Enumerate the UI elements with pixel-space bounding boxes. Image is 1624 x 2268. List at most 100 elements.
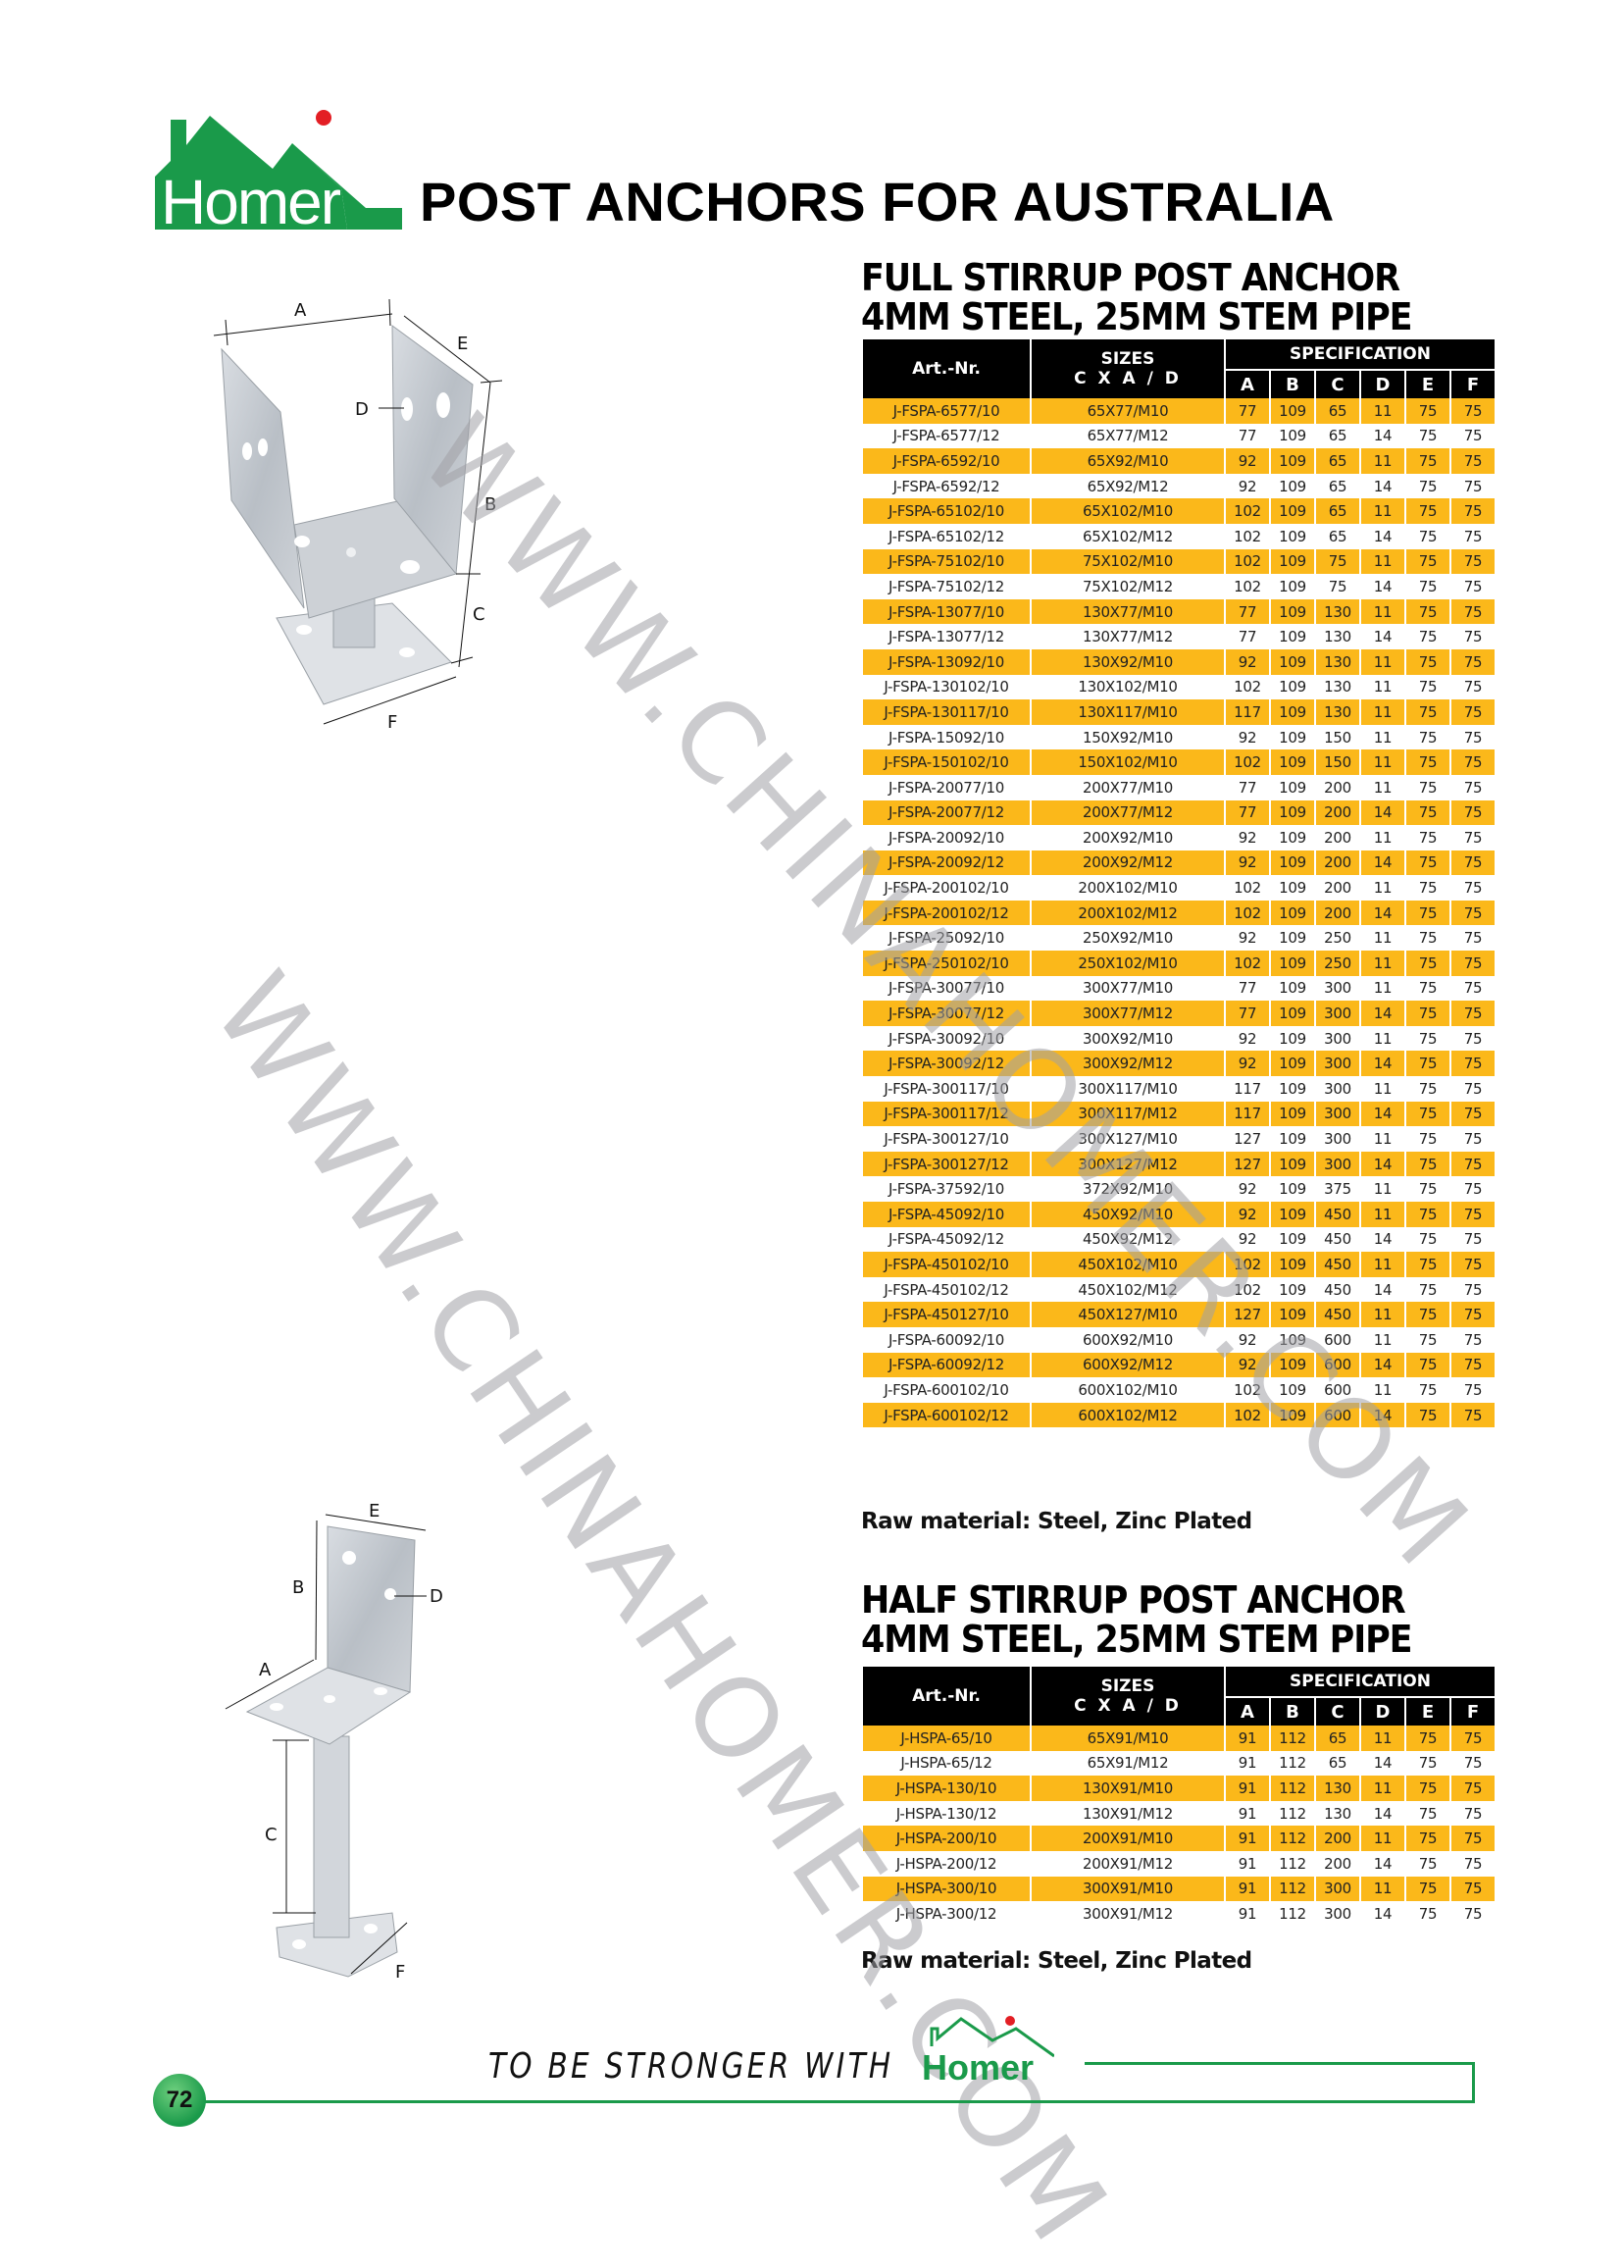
cell-c: 300 [1316,1151,1359,1177]
cell-e: 75 [1418,527,1438,545]
cell-a: 92 [1238,728,1257,747]
cell-f: 75 [1451,1776,1495,1801]
cell-d: 14 [1373,1804,1393,1823]
cell-f: 75 [1463,1904,1483,1923]
cell-size: 200X102/M12 [1032,900,1224,926]
cell-e: 75 [1406,1252,1449,1277]
half-stirrup-title-line1: HALF STIRRUP POST ANCHOR [861,1578,1406,1622]
cell-f: 75 [1463,1079,1483,1098]
cell-d: 14 [1361,1352,1404,1378]
cell-b: 109 [1279,628,1306,646]
page-number-badge: 72 [153,2074,206,2127]
cell-e: 75 [1406,598,1449,625]
cell-e: 75 [1406,1402,1449,1428]
cell-f: 75 [1451,1876,1495,1902]
cell-art-nr: J-FSPA-250102/10 [863,951,1030,976]
cell-art-nr: J-FSPA-130102/10 [884,678,1009,696]
cell-d: 11 [1373,678,1393,696]
cell-art-nr: J-HSPA-300/10 [863,1876,1030,1902]
cell-d: 11 [1373,1130,1393,1149]
cell-e: 75 [1406,699,1449,725]
cell-size: 150X102/M10 [1032,749,1224,775]
cell-c: 200 [1316,799,1359,826]
cell-b: 109 [1279,427,1306,445]
cell-b: 109 [1271,448,1314,474]
cell-d: 14 [1361,1151,1404,1177]
full-stirrup-drawing: A E D B C F [213,298,503,733]
cell-c: 130 [1324,628,1351,646]
cell-b: 112 [1271,1726,1314,1751]
cell-size: 130X117/M10 [1032,699,1224,725]
cell-art-nr: J-FSPA-6592/10 [863,448,1030,474]
cell-f: 75 [1463,1180,1483,1199]
cell-art-nr: J-HSPA-200/10 [863,1826,1030,1851]
cell-art-nr: J-FSPA-13077/10 [863,598,1030,625]
cell-art-nr: J-FSPA-45092/12 [888,1230,1004,1249]
cell-a: 102 [1234,1380,1261,1399]
cell-d: 14 [1373,628,1393,646]
cell-e: 75 [1406,850,1449,876]
cell-c: 130 [1316,699,1359,725]
cell-c: 200 [1324,828,1351,847]
cell-a: 91 [1238,1904,1257,1923]
cell-b: 109 [1271,1252,1314,1277]
cell-c: 65 [1316,498,1359,524]
cell-d: 11 [1373,1180,1393,1199]
cell-art-nr: J-FSPA-450102/10 [863,1252,1030,1277]
cell-c: 65 [1328,427,1347,445]
cell-d: 11 [1361,548,1404,575]
col-c: C [1316,371,1359,398]
col-e: E [1406,371,1449,398]
cell-e: 75 [1418,1854,1438,1873]
cell-d: 11 [1361,1202,1404,1227]
page-title: POST ANCHORS FOR AUSTRALIA [420,171,1335,232]
cell-e: 75 [1406,1776,1449,1801]
cell-size: 600X102/M12 [1032,1402,1224,1428]
cell-c: 300 [1316,1001,1359,1026]
cell-c: 200 [1316,1826,1359,1851]
cell-a: 92 [1238,477,1257,495]
col-f: F [1451,371,1495,398]
cell-d: 11 [1373,1330,1393,1349]
cell-art-nr: J-HSPA-65/12 [900,1754,992,1773]
cell-c: 150 [1316,749,1359,775]
cell-a: 102 [1234,1280,1261,1299]
cell-d: 11 [1361,398,1404,424]
cell-size: 372X92/M10 [1082,1180,1174,1199]
cell-d: 14 [1373,1230,1393,1249]
cell-size: 75X102/M10 [1032,548,1224,575]
cell-a: 77 [1238,427,1257,445]
cell-e: 75 [1406,749,1449,775]
cell-b: 109 [1279,477,1306,495]
dim-label-b: B [484,494,496,515]
cell-a: 92 [1238,1029,1257,1048]
col-b: B [1271,371,1314,398]
col-sizes-sub: C X A / D [1074,369,1182,388]
cell-d: 11 [1361,1876,1404,1902]
cell-size: 300X91/M10 [1032,1876,1224,1902]
cell-a: 117 [1234,1079,1261,1098]
cell-a: 92 [1226,1202,1269,1227]
cell-art-nr: J-FSPA-75102/10 [863,548,1030,575]
cell-d: 14 [1361,1051,1404,1077]
cell-f: 75 [1451,598,1495,625]
cell-size: 250X92/M10 [1082,929,1174,948]
cell-b: 109 [1271,1302,1314,1327]
cell-art-nr: J-FSPA-60092/12 [863,1352,1030,1378]
cell-b: 109 [1279,1079,1306,1098]
cell-size: 130X77/M12 [1082,628,1174,646]
cell-art-nr: J-FSPA-45092/10 [863,1202,1030,1227]
cell-c: 600 [1324,1330,1351,1349]
cell-a: 92 [1238,1330,1257,1349]
cell-d: 14 [1361,1001,1404,1026]
cell-b: 109 [1271,1202,1314,1227]
cell-d: 11 [1373,778,1393,797]
cell-a: 102 [1226,749,1269,775]
cell-f: 75 [1451,1352,1495,1378]
cell-b: 109 [1271,548,1314,575]
